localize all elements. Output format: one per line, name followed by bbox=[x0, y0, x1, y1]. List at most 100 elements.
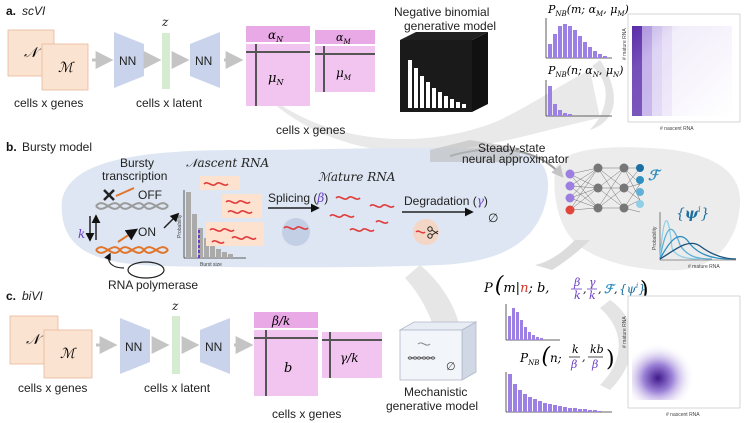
k-rate-label: k bbox=[78, 227, 85, 241]
bottom-heatmap-ylabel: # mature RNA bbox=[622, 316, 628, 348]
bottom-output-label: cells x genes bbox=[272, 407, 341, 421]
cond-comma-2: , bbox=[598, 283, 602, 296]
steady-state-banner bbox=[430, 140, 520, 162]
section-a-title: scVI bbox=[22, 4, 46, 18]
bottom-latent-bar bbox=[172, 316, 180, 374]
pnb-n-formula: PNB(n; αN, μN) bbox=[547, 64, 623, 79]
off-cross-icon bbox=[103, 189, 115, 201]
nb-model-title-2: generative model bbox=[404, 19, 496, 33]
top-alpha-m-box bbox=[315, 30, 375, 44]
top-swoosh bbox=[250, 70, 600, 153]
pnb-m-histogram bbox=[545, 18, 612, 59]
section-c-title: biVI bbox=[22, 289, 43, 303]
nascent-rna-title: 𝒩ascent RNA bbox=[186, 156, 270, 170]
bottom-encoder-label: NN bbox=[125, 340, 142, 354]
conditional-histogram bbox=[505, 304, 560, 341]
steady-state-title-2: neural approximator bbox=[462, 152, 569, 166]
section-b-letter: b. bbox=[6, 140, 17, 154]
top-output-label: cells x genes bbox=[276, 123, 345, 137]
bottom-heatmap bbox=[632, 300, 736, 400]
top-input-mature-box bbox=[41, 43, 89, 91]
cond-k1: k bbox=[574, 289, 581, 302]
bottom-input-label: cells x genes bbox=[18, 381, 87, 395]
beta-k-label: β/k bbox=[271, 314, 290, 328]
bottom-input-mature-box bbox=[43, 329, 93, 379]
section-b-title: Bursty model bbox=[22, 140, 92, 154]
top-alpha-n-label: αN bbox=[268, 28, 284, 44]
rna-polymerase-label: RNA polymerase bbox=[108, 278, 198, 292]
top-encoder-shape bbox=[114, 32, 144, 88]
top-decoder-shape bbox=[190, 32, 220, 88]
mature-rna-strands bbox=[329, 196, 395, 232]
top-latent-bar bbox=[162, 33, 170, 89]
bottom-decoder-label: NN bbox=[205, 340, 222, 354]
top-alpha-n-box bbox=[246, 26, 310, 42]
psi-xlabel: # mature RNA bbox=[688, 264, 720, 270]
polymerase-arrow bbox=[104, 252, 125, 269]
off-label: OFF bbox=[138, 188, 162, 202]
steady-state-title-1: Steady-state bbox=[478, 141, 546, 155]
mech-model-title-2: generative model bbox=[386, 399, 478, 413]
burst-ylabel: Probability bbox=[177, 214, 183, 238]
on-label: ON bbox=[138, 225, 156, 239]
nb-model-title-1: Negative binomial bbox=[394, 5, 489, 19]
pnb-n-histogram bbox=[545, 80, 612, 117]
bottom-nb-histogram bbox=[505, 372, 612, 413]
bottom-decoder-shape bbox=[200, 318, 230, 374]
top-encoder-label: NN bbox=[119, 54, 136, 68]
top-heatmap bbox=[632, 26, 732, 116]
spliceosome-icon bbox=[282, 218, 310, 246]
top-latent-label: cells x latent bbox=[136, 96, 203, 110]
on-arrow bbox=[117, 228, 138, 243]
bottom-pnb-beta2: β bbox=[591, 358, 598, 371]
off-arrow bbox=[115, 187, 135, 197]
psi-ylabel: Probability bbox=[652, 226, 658, 250]
conditional-prob-formula: P(m|n; b, bbox=[483, 273, 549, 298]
cond-close-paren: ) bbox=[640, 278, 649, 303]
bottom-input-mature-symbol: ℳ bbox=[60, 346, 77, 362]
bottom-latent-label: cells x latent bbox=[144, 381, 211, 395]
mech-model-title-1: Mechanistic bbox=[404, 385, 467, 399]
section-c-letter: c. bbox=[6, 289, 16, 303]
bursty-title-1: Bursty bbox=[120, 156, 154, 170]
bottom-pnb-beta1: β bbox=[570, 358, 577, 371]
mechanistic-model-box-icon: ∅ bbox=[398, 321, 478, 381]
approx-blob bbox=[554, 147, 740, 271]
nascent-rna-cards bbox=[200, 176, 264, 246]
splicing-label: Splicing (β) bbox=[268, 191, 328, 205]
bottom-pnb-comma: , bbox=[582, 351, 586, 364]
empty-set-symbol: ∅ bbox=[488, 211, 498, 225]
cond-gamma: γ bbox=[589, 276, 596, 289]
bursty-title-2: transcription bbox=[102, 169, 167, 183]
cond-beta: β bbox=[573, 276, 580, 289]
to-burst-arrow bbox=[163, 212, 180, 229]
bottom-pnb-close: ) bbox=[606, 347, 615, 372]
cond-psi: {ψi} bbox=[619, 282, 646, 296]
top-decoder-label: NN bbox=[195, 54, 212, 68]
dna-off-icon bbox=[95, 202, 169, 210]
degradation-label: Degradation (γ) bbox=[404, 194, 488, 208]
top-heatmap-xlabel: # nascent RNA bbox=[660, 126, 694, 132]
top-input-mature-symbol: ℳ bbox=[58, 60, 75, 76]
burst-histogram bbox=[183, 190, 246, 259]
top-heatmap-ylabel: # mature RNA bbox=[622, 28, 628, 60]
top-mu-n-label: μN bbox=[268, 71, 284, 87]
bottom-pnb-k: k bbox=[572, 343, 579, 356]
bottom-pnb-head: PNB(n; bbox=[519, 344, 562, 369]
b-box bbox=[254, 330, 318, 396]
f-approximator-symbol: ℱ bbox=[648, 168, 662, 184]
mechanistic-empty-set: ∅ bbox=[446, 361, 456, 373]
cond-k2: k bbox=[589, 289, 596, 302]
burst-xlabel: Burst size bbox=[200, 262, 222, 268]
degradation-scissors-icon bbox=[413, 219, 439, 245]
rna-polymerase-icon bbox=[127, 261, 165, 279]
b-label: b bbox=[284, 361, 292, 376]
approx-to-bottom-swoosh bbox=[535, 240, 590, 270]
dna-on-icon bbox=[95, 246, 169, 254]
bottom-encoder-shape bbox=[120, 318, 150, 374]
heat-swoosh bbox=[590, 60, 614, 130]
beta-k-box bbox=[254, 312, 318, 328]
top-alpha-m-label: αM bbox=[336, 31, 351, 46]
cond-comma-3: , bbox=[614, 283, 618, 296]
